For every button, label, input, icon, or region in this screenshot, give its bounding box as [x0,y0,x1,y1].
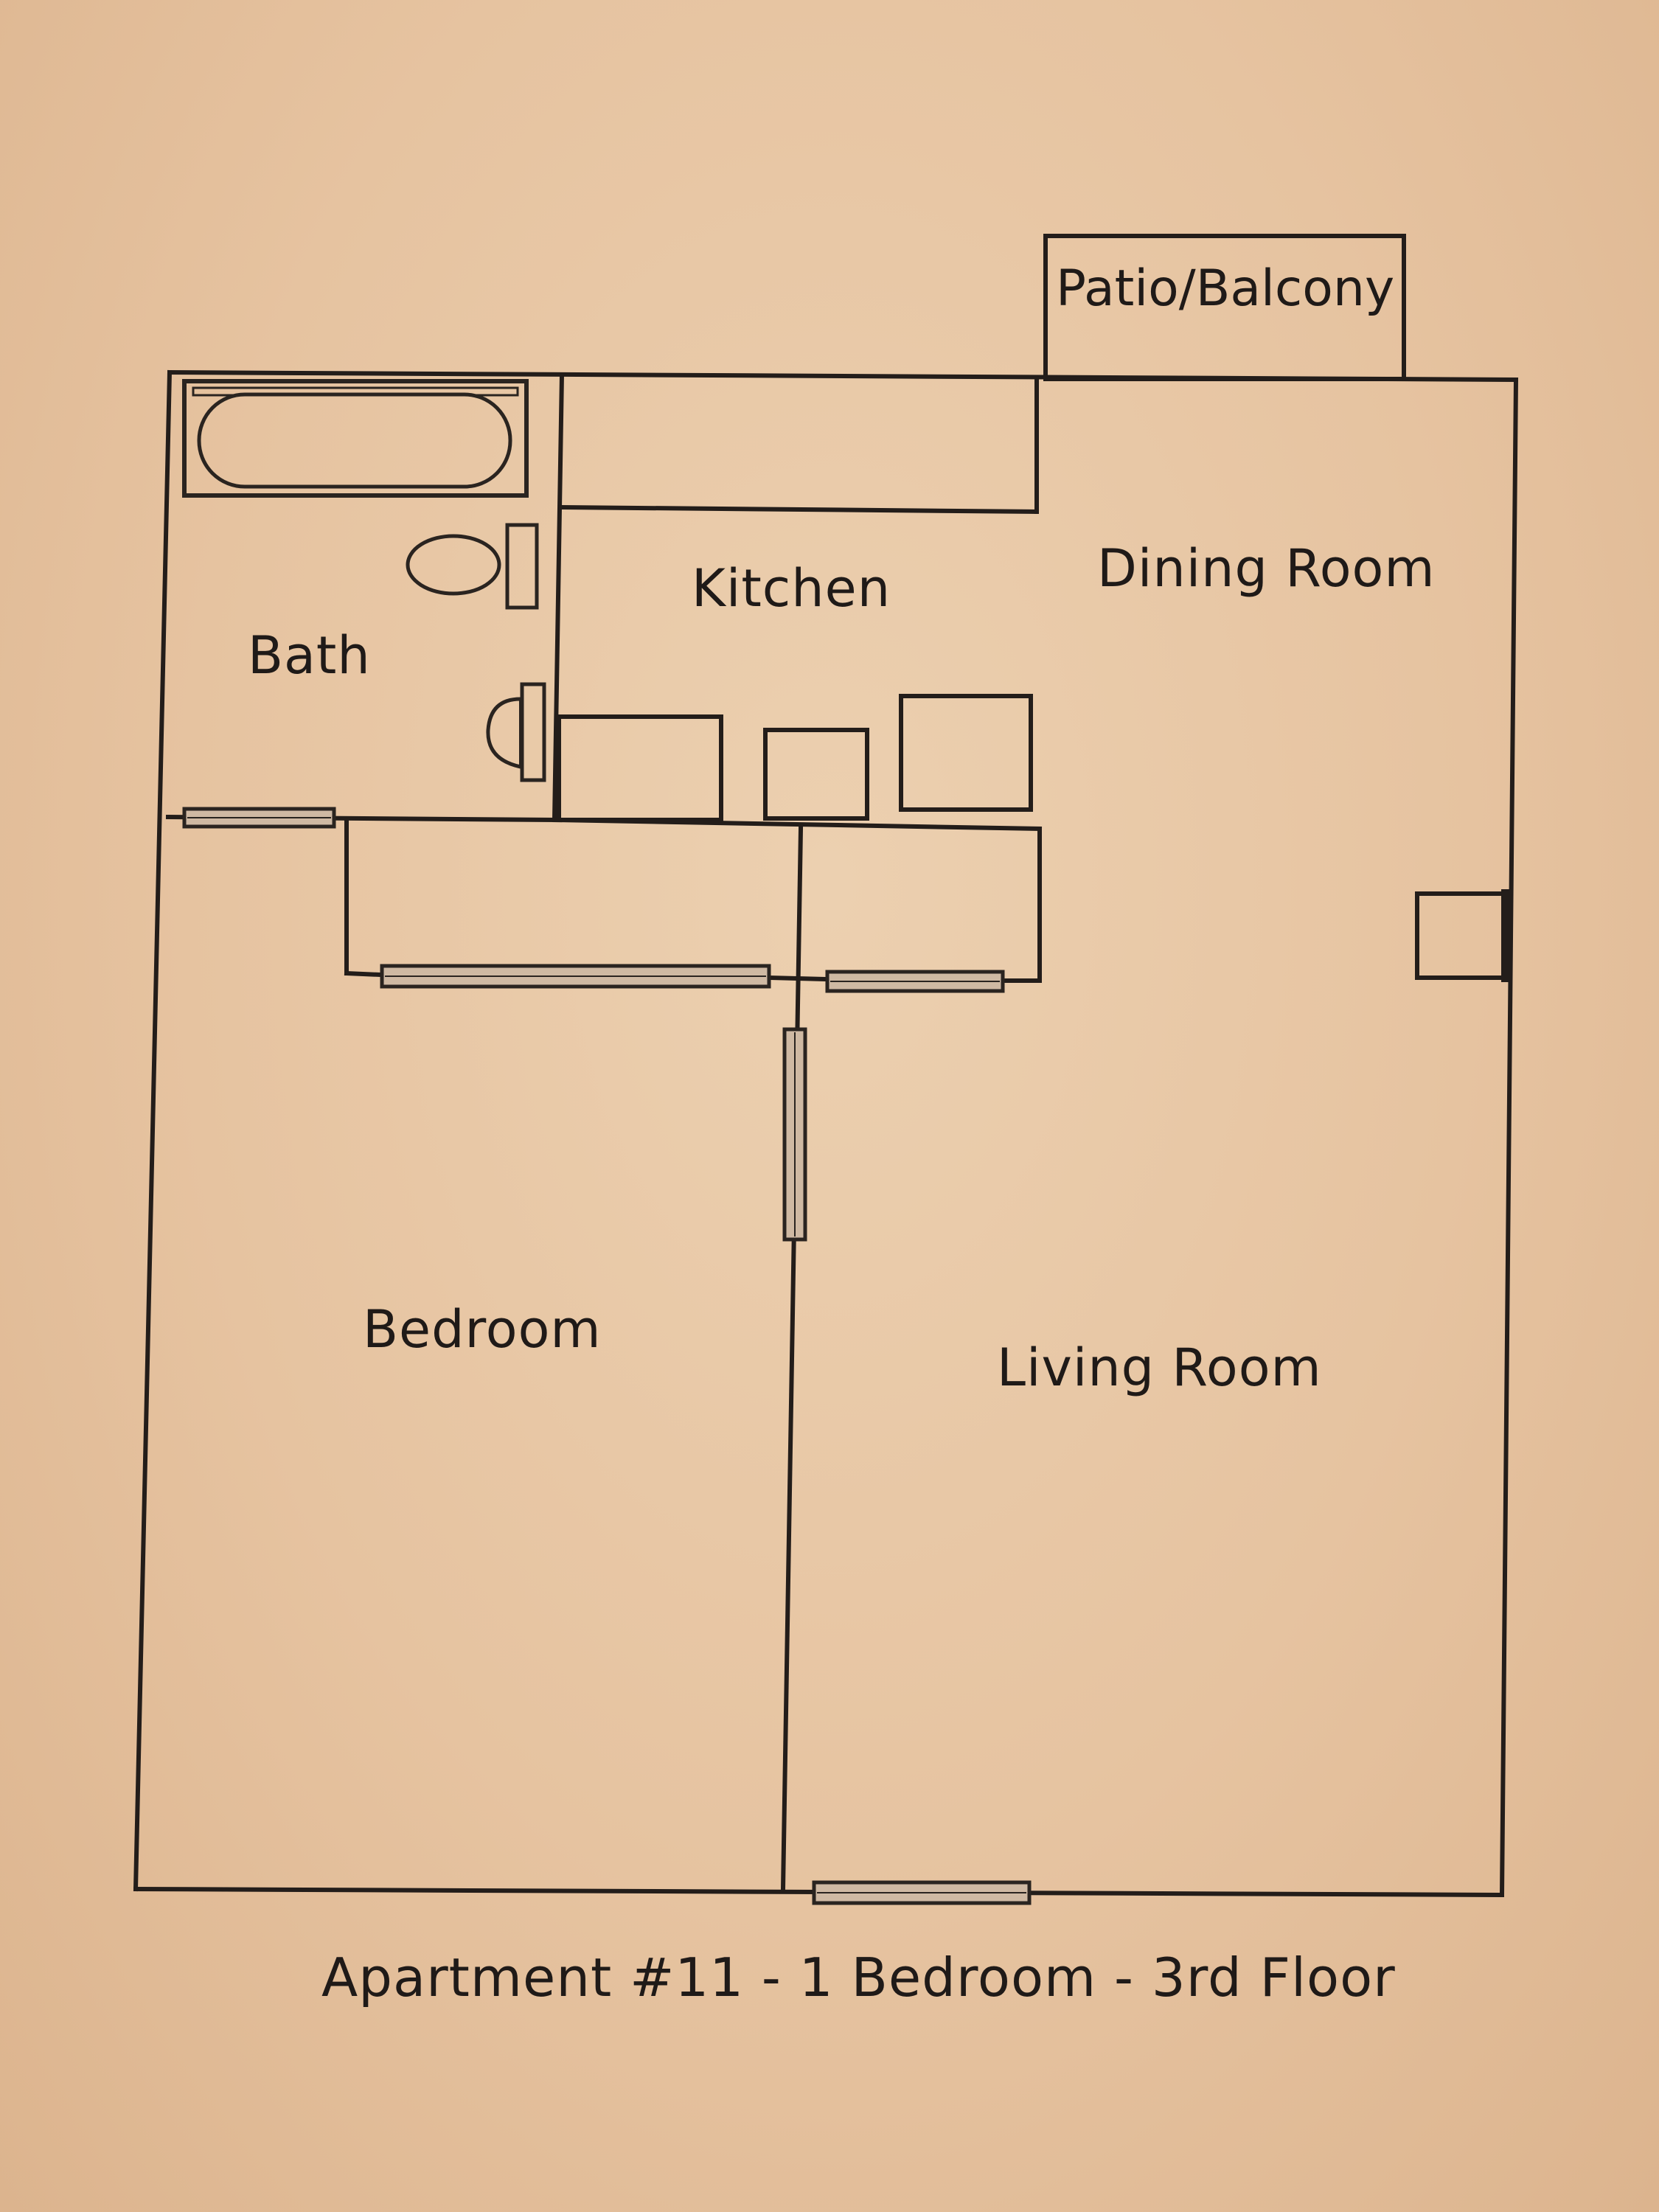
bath-door[interactable] [182,807,336,829]
room-label-living: Living Room [997,1338,1322,1398]
patio-balcony [1043,234,1406,381]
kitchen-counter [557,714,723,822]
bath-walls [165,372,565,823]
partition-wall [780,826,804,1892]
room-label-kitchen: Kitchen [692,558,891,619]
room-label-dining: Dining Room [1097,538,1436,599]
closet-door-left[interactable] [380,964,771,989]
toilet-icon [486,682,546,782]
sink-icon [406,523,539,610]
stove-icon [763,728,869,821]
room-label-bath: Bath [248,625,371,686]
closet-door-right[interactable] [825,970,1005,993]
wall-utility-box [1415,889,1510,982]
bedroom-door[interactable] [782,1027,807,1242]
bathtub-icon [182,379,529,498]
plan-caption: Apartment #11 - 1 Bedroom - 3rd Floor [321,1947,1396,2008]
entry-door[interactable] [812,1880,1032,1905]
kitchen-upper-counter [559,376,1040,515]
refrigerator-icon [899,694,1033,812]
room-label-patio: Patio/Balcony [1056,260,1395,318]
room-label-bedroom: Bedroom [363,1299,602,1360]
closet-walls [344,817,1043,983]
